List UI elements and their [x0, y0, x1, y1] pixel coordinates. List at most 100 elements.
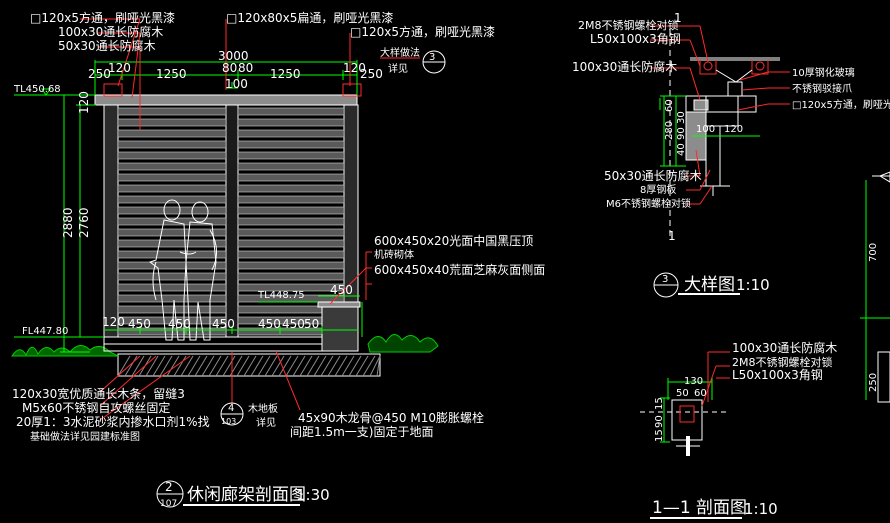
d3-dim-90: 90: [676, 127, 687, 140]
edge-dim-250: 250: [868, 373, 879, 392]
right-edge-partial: [860, 171, 890, 403]
note-screws: M5x60不锈钢自攻螺丝固定: [22, 400, 170, 415]
left-title-sheet: 107: [160, 499, 177, 509]
level-floor: FL447.80: [22, 326, 68, 337]
d3-dim-120: 120: [724, 124, 743, 135]
s11-dim-50a: 50: [676, 388, 689, 399]
d3-clamp: 不锈钢驳接爪: [792, 82, 852, 95]
d3-purlin: 100x30通长防腐木: [572, 59, 677, 74]
detail-3-dims: [659, 95, 760, 167]
note-joist-a: 45x90木龙骨@450 M10膨胀螺栓: [298, 410, 484, 425]
s11-dim-15b: 15: [654, 429, 665, 442]
post-middle: [225, 104, 239, 338]
hatch-line: [187, 355, 201, 377]
hatch-line: [278, 355, 292, 377]
section-mark-bottom: 1: [668, 229, 676, 243]
slat: [237, 206, 345, 215]
floor-detail-num: 4: [228, 403, 234, 414]
d3-dim-100: 100: [696, 124, 715, 135]
pergola-section: [11, 18, 439, 421]
detail-callout-3: 3: [422, 50, 446, 74]
hatch-line: [355, 355, 369, 377]
level-top: TL450.68: [13, 84, 61, 95]
hatch-line: [236, 355, 250, 377]
hatch-line: [327, 355, 341, 377]
hatch-line: [173, 355, 187, 377]
dim-top-120: 120: [77, 91, 91, 114]
slat: [237, 162, 345, 171]
left-title-scale: 1:30: [296, 486, 330, 504]
note-slats: 120x30宽优质通长木条，留缝3: [12, 386, 185, 401]
leader-lines: [80, 18, 420, 421]
label-rafter: □120x80x5扁通，刷哑光黑漆: [226, 11, 393, 25]
level-bench: TL448.75: [257, 290, 305, 301]
hatch-line: [362, 355, 376, 377]
dim-bottom-450-a: 450: [128, 317, 151, 331]
hatch-line: [264, 355, 278, 377]
hatch-line: [152, 355, 166, 377]
slat: [237, 250, 345, 259]
hatch-line: [320, 355, 334, 377]
slat: [237, 272, 345, 281]
d3-title-text: 大样图: [684, 275, 735, 295]
hatch-line: [215, 355, 229, 377]
slat: [237, 173, 345, 182]
slat: [237, 228, 345, 237]
d3-angle: L50x100x3角钢: [590, 32, 681, 46]
hatch-line: [124, 355, 138, 377]
d3-dim-280: 280: [664, 121, 675, 140]
s11-dim-90: 90: [654, 415, 665, 428]
slat: [237, 151, 345, 160]
s11-angle: L50x100x3角钢: [732, 368, 823, 382]
hatch-line: [180, 355, 194, 377]
label-stone-side: 600x450x40荒面芝麻灰面侧面: [374, 262, 545, 277]
dim-mid-80a: 80: [222, 61, 237, 75]
d3-title-num: 3: [662, 274, 668, 285]
slat: [117, 151, 227, 160]
section-1-1-leaders: [701, 351, 730, 407]
grass-right: [367, 334, 439, 353]
hatch-line: [292, 355, 306, 377]
label-masonry: 机砖砌体: [374, 248, 414, 261]
dim-span-left: 1250: [156, 67, 187, 81]
hatch-line: [250, 355, 264, 377]
hatch-line: [348, 355, 362, 377]
post-left: [103, 104, 119, 338]
level-marker-top: [14, 88, 95, 96]
dim-bottom-450-d: 450: [258, 317, 281, 331]
note-joist-b: 间距1.5m一支)固定于地面: [290, 424, 433, 439]
detail-3-title: 3 大样图 1:10: [653, 272, 770, 298]
dim-height-post: 2760: [77, 207, 91, 238]
s11-title-text: 1—1 剖面图: [652, 498, 747, 518]
slat: [237, 107, 345, 116]
label-beam-top: □120x5方通，刷哑光黑漆: [30, 10, 175, 25]
slat: [117, 129, 227, 138]
slat: [117, 173, 227, 182]
slat: [117, 305, 227, 314]
section-1-1-dims: [660, 378, 713, 443]
hatch-line: [159, 355, 173, 377]
slat: [117, 118, 227, 127]
slat: [117, 250, 227, 259]
label-slats: 50x30通长防腐木: [58, 38, 156, 53]
dim-span-right: 1250: [270, 67, 301, 81]
label-detail-ref-a: 大样做法: [380, 46, 420, 59]
detail-3-drawing: [669, 30, 780, 240]
left-title-text: 休闲廊架剖面图: [187, 485, 306, 505]
hatch-line: [341, 355, 355, 377]
label-stone-top: 600x450x20光面中国黑压顶: [374, 233, 533, 248]
dim-bottom-450-e: 450: [282, 317, 305, 331]
slat: [237, 261, 345, 270]
d3-dim-60: 60: [664, 99, 675, 112]
s11-dim-15a: 15: [654, 397, 665, 410]
floor-detail-top: 木地板: [248, 402, 278, 415]
dim-bottom-120: 120: [102, 315, 125, 329]
d3-dim-30: 30: [676, 111, 687, 124]
s11-title-scale: 1:10: [744, 500, 778, 518]
dim-post-left: 120: [108, 61, 131, 75]
dim-mid-80b: 80: [238, 61, 253, 75]
hatch-line: [313, 355, 327, 377]
section-1-1-drawing: [640, 399, 726, 456]
dim-bottom-450-c: 450: [212, 317, 235, 331]
